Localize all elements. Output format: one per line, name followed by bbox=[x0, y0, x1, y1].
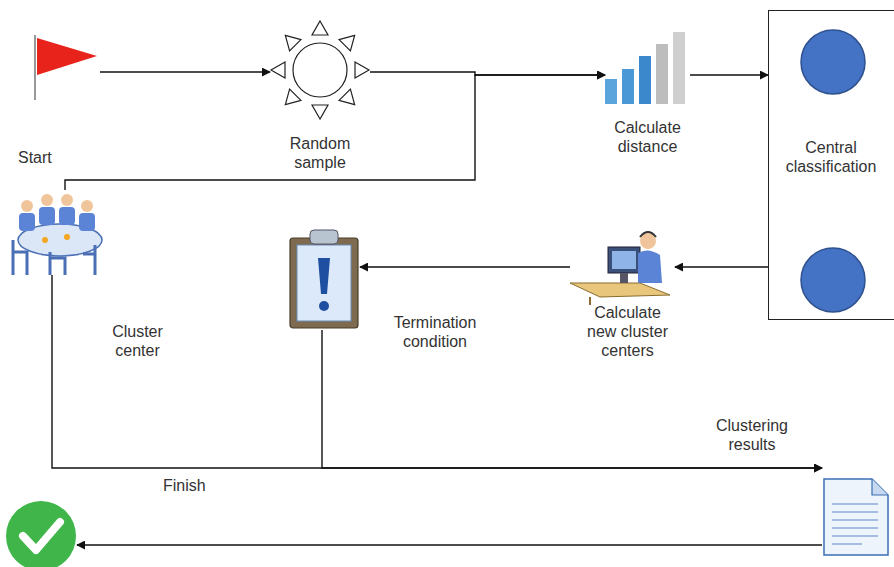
results-document: Clustering results bbox=[822, 462, 890, 557]
step-label: Termination condition bbox=[380, 313, 490, 351]
new-centers-icon: Calculate new cluster centers bbox=[570, 225, 675, 305]
termination-clipboard-art bbox=[288, 228, 360, 330]
step-label: Random sample bbox=[270, 134, 370, 172]
cluster-center-icon: Cluster center bbox=[5, 190, 105, 275]
flow-connector bbox=[322, 330, 822, 468]
start-flag-art bbox=[30, 35, 100, 100]
termination-clipboard: Termination condition bbox=[288, 228, 360, 330]
step-label: Start bbox=[18, 148, 78, 167]
finish-check: Finish bbox=[5, 500, 77, 567]
step-label: Calculate new cluster centers bbox=[580, 303, 675, 360]
random-sample-icon: Random sample bbox=[270, 20, 370, 120]
flow-connector bbox=[675, 266, 768, 267]
step-label: Finish bbox=[163, 476, 223, 495]
step-label: Cluster center bbox=[100, 322, 175, 360]
new-centers-icon-art bbox=[570, 225, 675, 305]
flow-connector bbox=[100, 71, 270, 72]
cluster-center-icon-art bbox=[5, 190, 105, 275]
random-sample-icon-art bbox=[270, 20, 370, 120]
step-label: Central classification bbox=[768, 138, 894, 176]
start-flag: Start bbox=[30, 35, 100, 100]
flow-connector bbox=[360, 266, 570, 267]
flow-connector bbox=[52, 275, 822, 468]
flow-connector bbox=[77, 544, 822, 545]
distance-bars: Calculate distance bbox=[605, 32, 690, 104]
distance-bars-art bbox=[605, 32, 690, 104]
classification-box: Central classification bbox=[768, 10, 894, 320]
step-label: Calculate distance bbox=[595, 118, 700, 156]
finish-check-art bbox=[5, 500, 77, 567]
flow-connector bbox=[690, 74, 768, 75]
step-label: Clustering results bbox=[697, 416, 807, 454]
results-document-art bbox=[822, 462, 890, 557]
